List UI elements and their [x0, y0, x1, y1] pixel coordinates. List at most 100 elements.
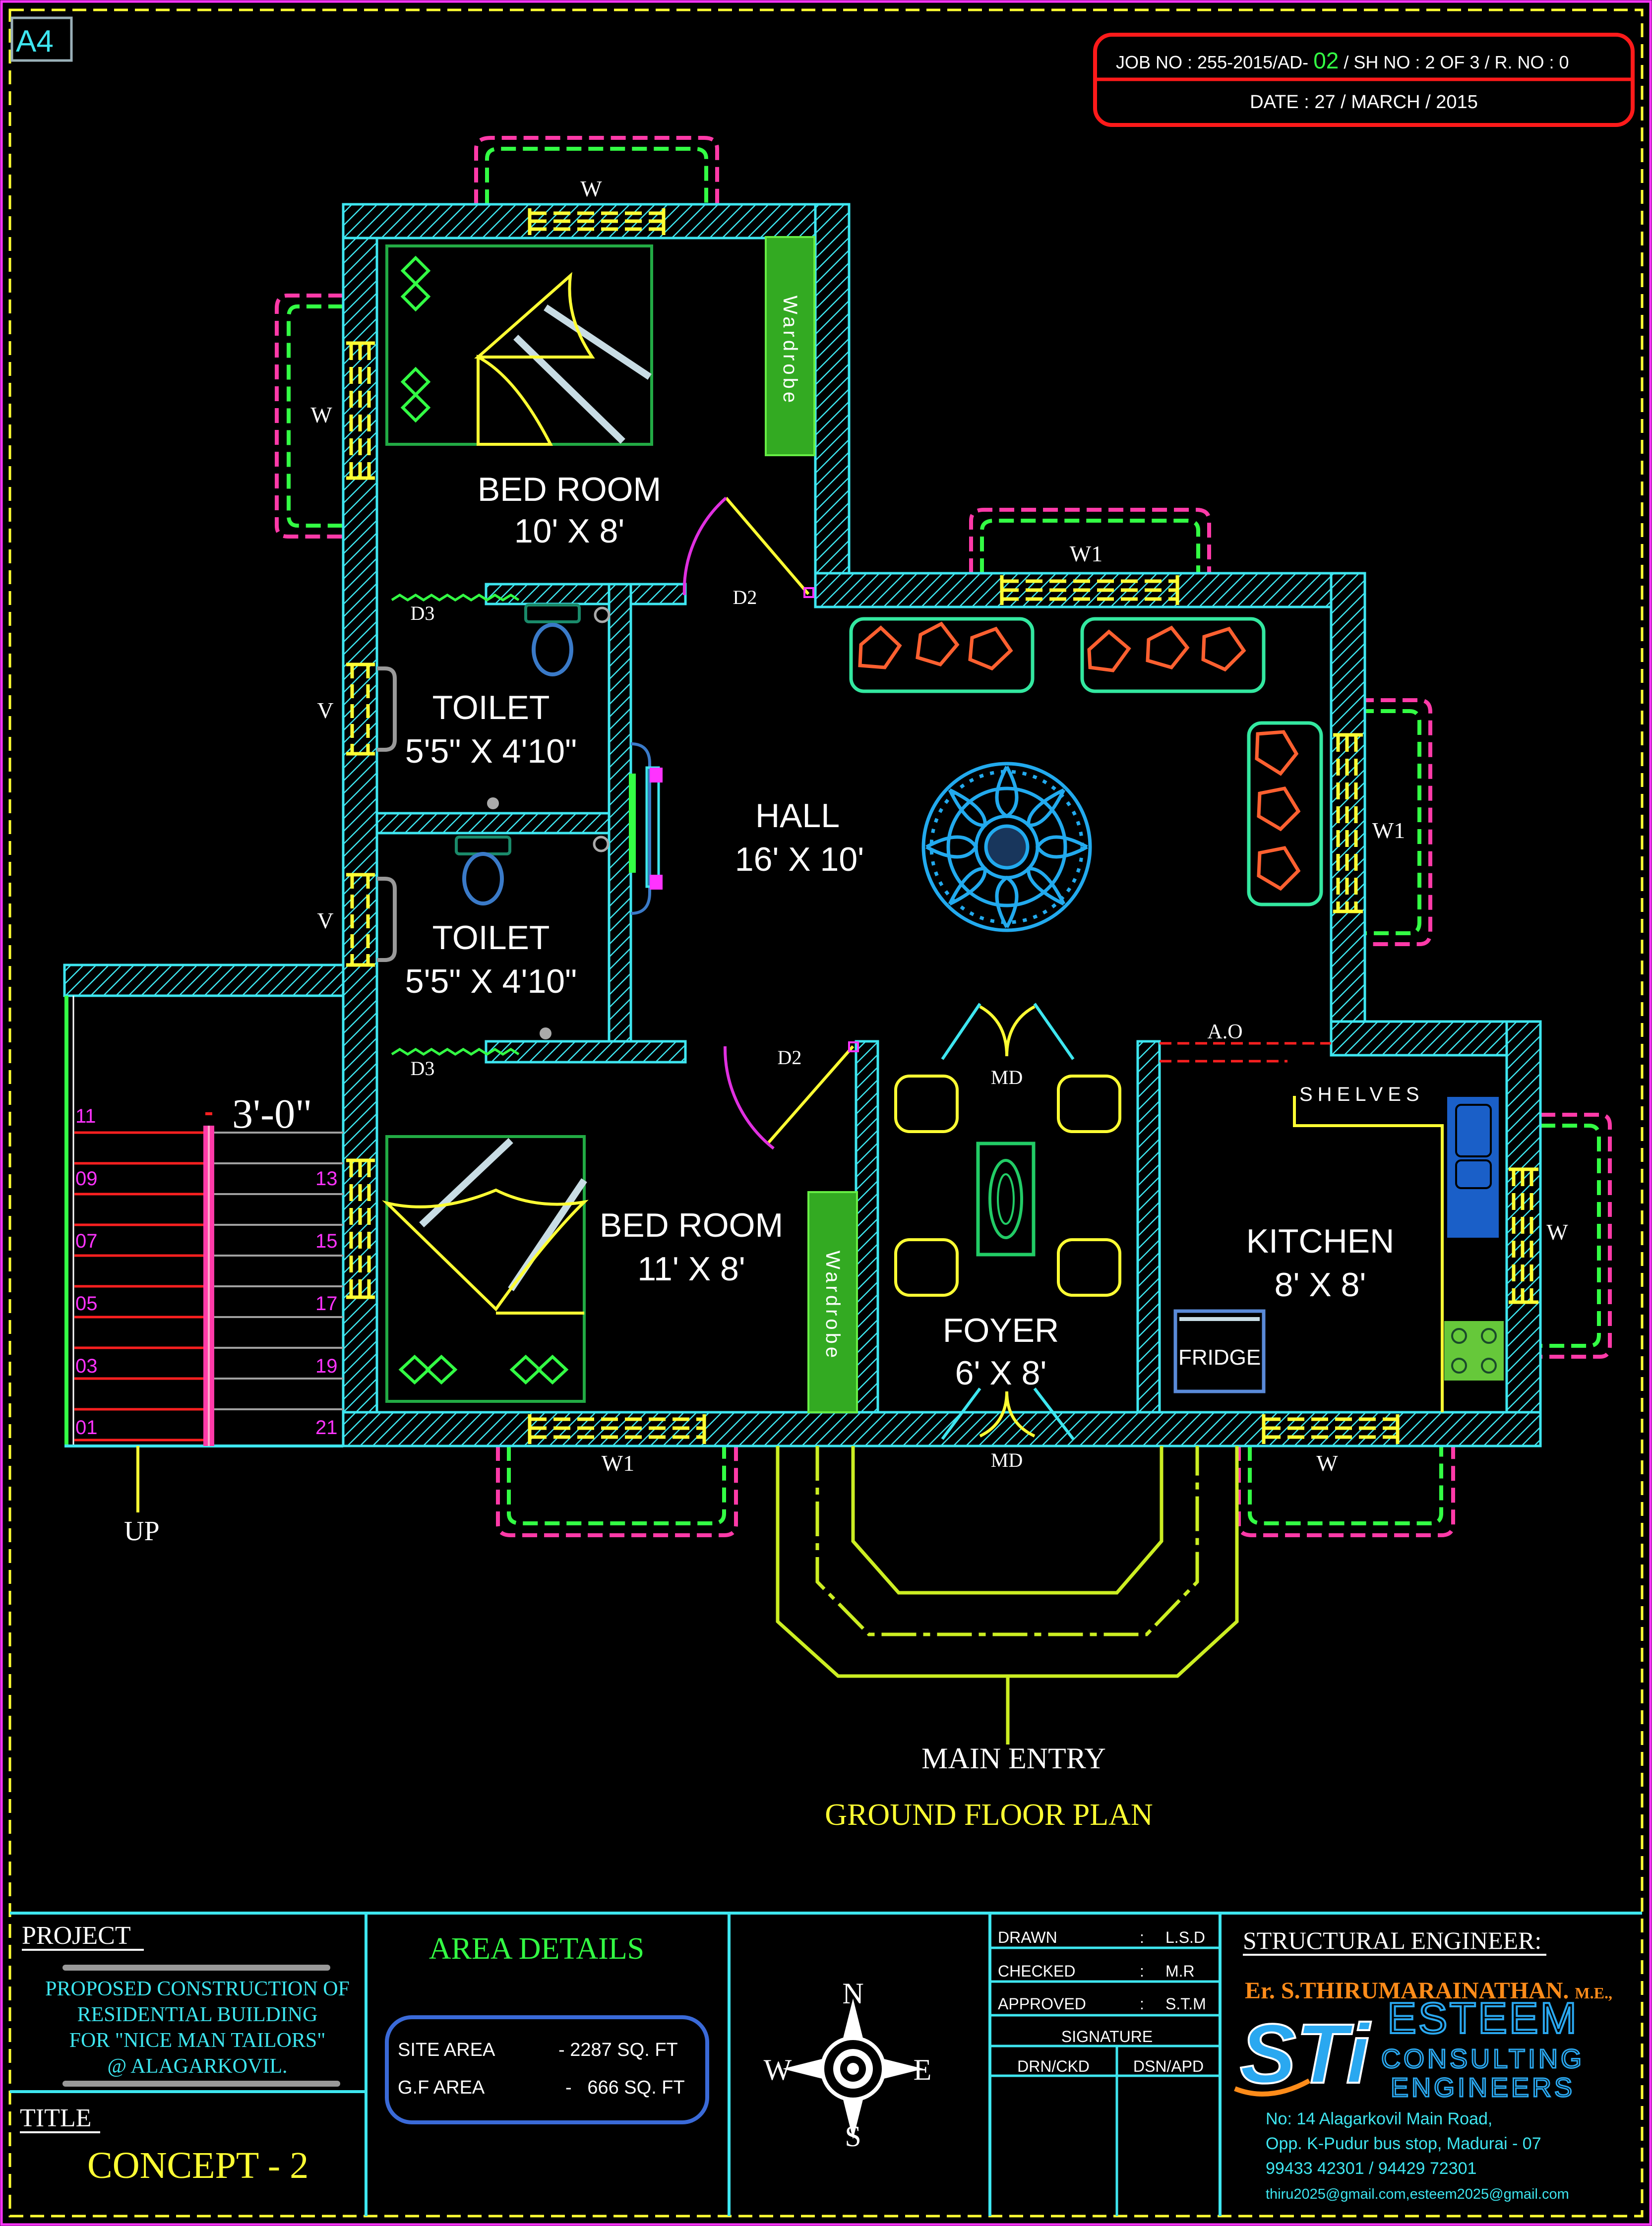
- project-line-1: PROPOSED CONSTRUCTION OF: [45, 1978, 350, 2000]
- stair-step-07: 07: [75, 1230, 98, 1252]
- hall-rug: [921, 762, 1092, 932]
- sofa-top-left: [849, 617, 1035, 693]
- door-d2-bedroom1: [682, 496, 814, 598]
- window-sunshades: [275, 136, 1612, 1537]
- window-bottom-kitchen: [1262, 1414, 1400, 1444]
- drawn-value: L.S.D: [1165, 1928, 1205, 1946]
- window-top-hall: [1000, 575, 1179, 605]
- window-label-kitchen-bottom: W: [1316, 1450, 1338, 1476]
- main-door-top: [941, 1003, 1075, 1060]
- phones: 99433 42301 / 94429 72301: [1266, 2159, 1476, 2178]
- door-label-md-bottom: MD: [991, 1449, 1023, 1471]
- address-line-1: No: 14 Alagarkovil Main Road,: [1266, 2109, 1492, 2128]
- staircase: 11 09 07 05 03 01 13 15 17 19 21 3'-0" U…: [64, 996, 343, 1547]
- window-right-kitchen: [1509, 1167, 1538, 1304]
- shelves-label: SHELVES: [1299, 1083, 1424, 1105]
- drawn-label: DRAWN: [998, 1928, 1057, 1946]
- approved-label: APPROVED: [998, 1995, 1086, 2013]
- foyer-dining-set: [894, 1075, 1121, 1297]
- job-date: DATE : 27 / MARCH / 2015: [1250, 92, 1478, 113]
- window-bottom-bedroom2: [528, 1414, 706, 1444]
- toilet2-fixtures: [377, 836, 610, 1056]
- svg-text::: :: [1140, 1995, 1144, 2013]
- entry-steps: [776, 1446, 1239, 1745]
- door-label-d2-top: D2: [733, 586, 757, 608]
- job-no-prefix: JOB NO : 255-2015/AD-: [1116, 52, 1308, 72]
- windows: [346, 208, 1538, 1444]
- stair-step-05: 05: [75, 1293, 98, 1315]
- stair-step-09: 09: [75, 1168, 98, 1190]
- project-heading: PROJECT: [22, 1922, 131, 1950]
- stair-step-17: 17: [315, 1293, 338, 1315]
- emails: thiru2025@gmail.com,esteem2025@gmail.com: [1266, 2186, 1569, 2202]
- window-left-bedroom: [346, 341, 375, 480]
- job-no-suffix: / SH NO : 2 OF 3 / R. NO : 0: [1344, 52, 1569, 72]
- window-label-left: W: [310, 402, 332, 427]
- open-arch-label: A.O: [1207, 1021, 1242, 1043]
- firm-line3: ENGINEERS: [1391, 2073, 1575, 2103]
- door-label-d3-top: D3: [411, 602, 435, 624]
- approved-value: S.T.M: [1165, 1995, 1206, 2013]
- door-d2-bedroom2: [723, 1041, 859, 1150]
- stair-step-21: 21: [315, 1417, 338, 1439]
- toilet1-fixtures: [377, 594, 611, 809]
- window-right-hall: [1333, 733, 1363, 913]
- bed-bedroom1: [385, 244, 653, 446]
- window-label-kitchen-right: W: [1546, 1219, 1568, 1245]
- room-size-toilet2: 5'5" X 4'10": [405, 963, 577, 1000]
- door-label-d2-bottom: D2: [778, 1046, 802, 1069]
- stair-step-19: 19: [315, 1355, 338, 1377]
- compass-n: N: [842, 1977, 863, 2010]
- sofa-right: [1247, 721, 1323, 906]
- room-name-bedroom1: BED ROOM: [478, 471, 661, 508]
- compass-e: E: [914, 2053, 932, 2086]
- firm-logo: STi: [1234, 2006, 1372, 2102]
- window-top-bedroom: [528, 208, 666, 235]
- room-size-hall: 16' X 10': [735, 841, 864, 878]
- window-left-bedroom2: [346, 1158, 375, 1299]
- fridge: FRIDGE: [1173, 1309, 1266, 1393]
- compass-w: W: [764, 2053, 792, 2086]
- stair-up-label: UP: [124, 1516, 160, 1547]
- room-size-toilet1: 5'5" X 4'10": [405, 732, 577, 770]
- dsn-apd-label: DSN/APD: [1133, 2057, 1204, 2075]
- area-heading: AREA DETAILS: [429, 1932, 644, 1966]
- svg-text:Wardrobe: Wardrobe: [779, 296, 801, 406]
- door-label-md-top: MD: [991, 1066, 1023, 1088]
- engineer-name: Er. S.THIRUMARAINATHAN.: [1245, 1978, 1569, 2004]
- stair-step-01: 01: [75, 1417, 98, 1439]
- room-size-bedroom2: 11' X 8': [637, 1250, 745, 1288]
- room-name-toilet1: TOILET: [432, 689, 550, 726]
- stair-step-13: 13: [315, 1168, 338, 1190]
- project-line-4: @ ALAGARKOVIL.: [108, 2055, 288, 2078]
- title-heading: TITLE: [20, 2104, 91, 2132]
- wardrobe-bedroom1: Wardrobe: [765, 236, 815, 456]
- svg-text::: :: [1140, 1928, 1144, 1946]
- room-size-bedroom1: 10' X 8': [514, 512, 625, 550]
- room-name-toilet2: TOILET: [432, 919, 550, 957]
- door-label-d3-bottom: D3: [411, 1057, 435, 1080]
- svg-text::: :: [1140, 1962, 1144, 1980]
- drn-ckd-label: DRN/CKD: [1017, 2057, 1090, 2075]
- ventilator-toilet2: [346, 873, 375, 967]
- gf-area-value: - 666 SQ. FT: [565, 2077, 685, 2098]
- address-line-2: Opp. K-Pudur bus stop, Madurai - 07: [1266, 2134, 1541, 2153]
- stair-width-label: 3'-0": [232, 1091, 312, 1137]
- compass-icon: [783, 1998, 923, 2139]
- vent-label-2: V: [317, 908, 333, 933]
- window-label-hall-right: W1: [1372, 818, 1405, 843]
- svg-text:JOB NO : 255-2015/AD- 02: JOB NO : 255-2015/AD- 02 / SH NO : 2 OF …: [1116, 48, 1569, 73]
- size-tag-box: [10, 16, 73, 62]
- job-info-box: JOB NO : 255-2015/AD- 02 / SH NO : 2 OF …: [1093, 33, 1635, 127]
- engineer-heading: STRUCTURAL ENGINEER:: [1243, 1926, 1541, 1954]
- stair-step-11: 11: [75, 1105, 96, 1127]
- project-line-3: FOR "NICE MAN TAILORS": [69, 2029, 326, 2052]
- gf-area-label: G.F AREA: [398, 2077, 485, 2098]
- checked-value: M.R: [1165, 1962, 1195, 1980]
- room-size-foyer: 6' X 8': [955, 1354, 1047, 1392]
- ventilator-toilet1: [346, 662, 375, 756]
- firm-mark: STi: [1240, 2007, 1371, 2101]
- site-area-label: SITE AREA: [398, 2040, 495, 2060]
